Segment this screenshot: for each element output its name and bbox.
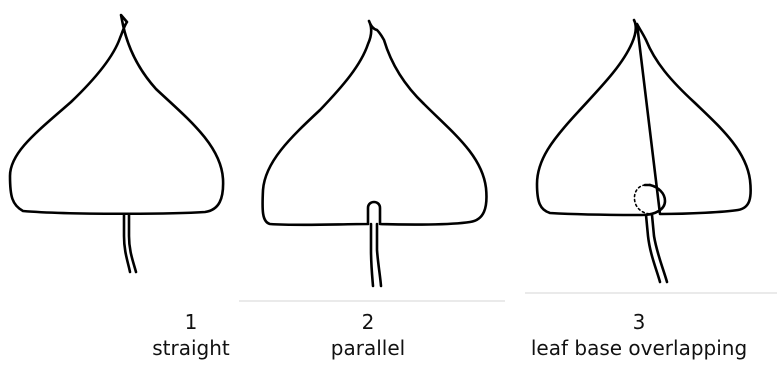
leaf-2-petiole-left: [371, 224, 373, 286]
leaf-1-outline: [10, 15, 223, 214]
panel-2-number: 2: [248, 309, 488, 335]
leaf-3-overlap-dotted-lobe: [634, 185, 652, 214]
leaf-2-parallel: [263, 21, 487, 286]
panel-3-caption: leaf base overlapping: [519, 335, 759, 361]
panel-3-number: 3: [519, 309, 759, 335]
leaf-2-petiole-right: [377, 224, 381, 286]
leaf-1-straight: [10, 15, 223, 272]
leaf-3-petiole-right: [652, 215, 667, 282]
leaf-3-overlapping: [537, 20, 751, 282]
leaf-1-petiole-right: [129, 214, 136, 272]
panel-2-label: 2 parallel: [248, 309, 488, 361]
panel-3-label: 3 leaf base overlapping: [519, 309, 759, 361]
panel-2-caption: parallel: [248, 335, 488, 361]
leaf-2-outline: [263, 21, 487, 225]
